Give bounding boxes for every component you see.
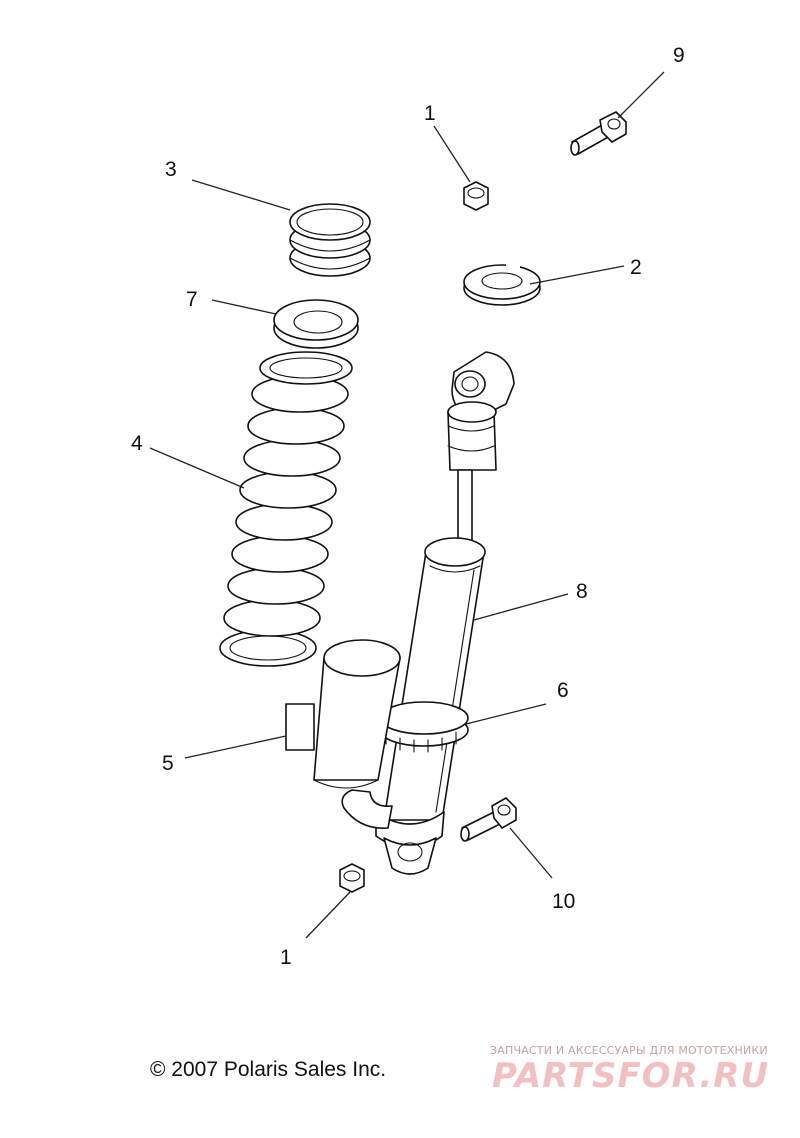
leader-lines xyxy=(149,71,665,939)
watermark-tagline: ЗАПЧАСТИ И АКСЕССУАРЫ ДЛЯ МОТОТЕХНИКИ xyxy=(490,1044,768,1057)
callout-shock-body: 8 xyxy=(576,580,588,603)
reservoir-canister xyxy=(285,639,401,789)
callout-clamp: 6 xyxy=(557,679,569,702)
callout-bolt-bottom: 10 xyxy=(552,890,575,913)
main-coil-spring xyxy=(219,351,353,667)
callout-helper-spring: 3 xyxy=(165,158,177,181)
copyright-notice: © 2007 Polaris Sales Inc. xyxy=(150,1058,387,1081)
clamp-ring xyxy=(379,701,469,753)
callout-nut-top: 1 xyxy=(424,102,436,125)
callout-bolt-top: 9 xyxy=(673,44,685,67)
callout-labels: 1 2 3 4 5 6 7 8 9 10 1 xyxy=(131,44,685,969)
nut-top xyxy=(463,181,489,211)
bolt-top xyxy=(570,111,627,156)
callout-washer: 2 xyxy=(630,256,642,279)
helper-spring xyxy=(289,203,371,277)
bolt-bottom xyxy=(460,797,517,842)
callout-spring-seat: 7 xyxy=(186,288,198,311)
watermark-logo: PARTSFOR.RU xyxy=(492,1056,770,1096)
shock-absorber xyxy=(341,351,515,875)
split-washer xyxy=(463,262,541,306)
nut-bottom xyxy=(339,863,365,893)
callout-main-spring: 4 xyxy=(131,432,143,455)
callout-reservoir: 5 xyxy=(162,752,174,775)
spring-seat xyxy=(273,299,359,349)
callout-nut-bottom: 1 xyxy=(280,946,292,969)
